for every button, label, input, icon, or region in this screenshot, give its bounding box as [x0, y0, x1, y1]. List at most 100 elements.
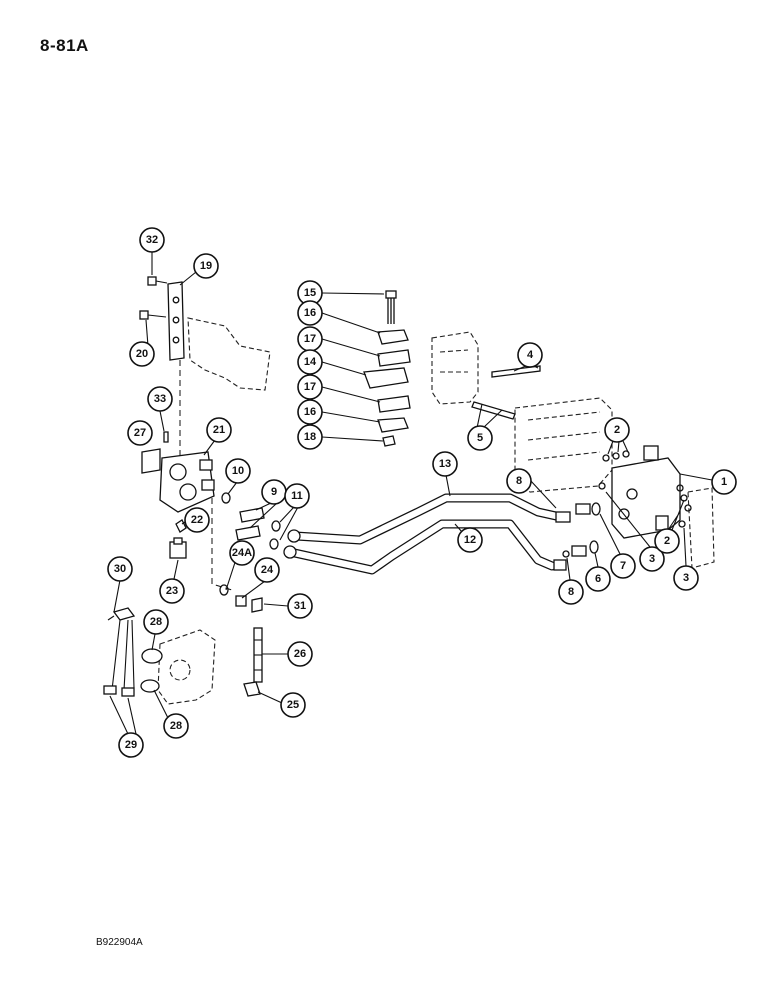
gasket [141, 448, 161, 474]
svg-text:21: 21 [213, 424, 225, 436]
svg-text:8: 8 [516, 475, 522, 487]
valve-housing [159, 451, 215, 513]
callout-16-upper: 16 [297, 300, 323, 326]
clamp-plate-lower [377, 417, 409, 433]
callout-14: 14 [297, 349, 323, 375]
callout-2-upper: 2 [604, 417, 630, 443]
ghost-frame-bracket [187, 317, 271, 391]
dashed-line-seal-path [211, 498, 233, 591]
callout-12: 12 [457, 527, 483, 553]
tie-rods-upper [491, 365, 541, 378]
callout-20: 20 [129, 341, 155, 367]
connectors-9 [235, 507, 265, 541]
svg-text:8: 8 [568, 586, 574, 598]
svg-text:6: 6 [595, 573, 601, 585]
callout-16-lower: 16 [297, 399, 323, 425]
svg-text:5: 5 [477, 432, 483, 444]
filler-caps-28 [140, 648, 163, 693]
svg-text:32: 32 [146, 234, 158, 246]
svg-text:16: 16 [304, 406, 316, 418]
callout-2-lower: 2 [654, 528, 680, 554]
callout-3-lower: 3 [673, 565, 699, 591]
clamp-bolt [385, 290, 397, 324]
callout-8-lower: 8 [558, 579, 584, 605]
clamp-half-upper [377, 349, 411, 367]
svg-text:29: 29 [125, 739, 137, 751]
svg-text:24: 24 [261, 564, 274, 576]
tie-rods-lower [471, 401, 516, 420]
svg-text:22: 22 [191, 514, 203, 526]
svg-text:33: 33 [154, 393, 166, 405]
tube-12 [283, 519, 557, 575]
connector-25 [243, 681, 261, 697]
svg-text:24A: 24A [232, 547, 252, 559]
callout-24a: 24A [229, 540, 255, 566]
svg-text:10: 10 [232, 465, 244, 477]
callout-22: 22 [184, 507, 210, 533]
bolt-32 [147, 276, 168, 286]
callout-31: 31 [287, 593, 313, 619]
plug-24 [235, 595, 247, 607]
callout-33: 33 [147, 386, 173, 412]
callout-26: 26 [287, 641, 313, 667]
fittings-right [553, 502, 601, 571]
callout-6: 6 [585, 566, 611, 592]
callout-11: 11 [284, 483, 310, 509]
tube-13 [287, 493, 561, 545]
svg-text:25: 25 [287, 699, 299, 711]
svg-text:1: 1 [721, 476, 727, 488]
page-number: 8-81A [40, 36, 89, 55]
ghost-valve-section [431, 331, 479, 405]
seal-rings-2-lower [676, 484, 692, 512]
tee-31 [251, 597, 263, 613]
callout-32: 32 [139, 227, 165, 253]
svg-text:31: 31 [294, 600, 306, 612]
callout-21: 21 [206, 417, 232, 443]
o-rings-10-11 [219, 492, 281, 596]
figure-code: B922904A [96, 937, 143, 948]
svg-text:3: 3 [649, 553, 655, 565]
callout-5: 5 [467, 425, 493, 451]
leader-lines [109, 252, 713, 735]
callout-23: 23 [159, 578, 185, 604]
svg-text:2: 2 [614, 424, 620, 436]
svg-text:12: 12 [464, 534, 476, 546]
callout-7: 7 [610, 553, 636, 579]
clamps-29 [103, 685, 135, 697]
callout-17-lower: 17 [297, 374, 323, 400]
elbow-23 [169, 537, 187, 559]
callout-1: 1 [711, 469, 737, 495]
ghost-end-plate [687, 487, 715, 569]
clamp-nut [382, 435, 396, 447]
clamp-plate-upper [377, 329, 409, 345]
callout-4: 4 [517, 342, 543, 368]
bracket-30 [107, 607, 136, 621]
svg-text:17: 17 [304, 333, 316, 345]
clamp-spacer [363, 367, 409, 389]
svg-text:3: 3 [683, 572, 689, 584]
callout-24: 24 [254, 557, 280, 583]
svg-text:15: 15 [304, 287, 316, 299]
callout-10: 10 [225, 458, 251, 484]
svg-text:4: 4 [527, 349, 534, 361]
mounting-bracket [167, 281, 185, 361]
svg-text:11: 11 [291, 490, 303, 502]
callout-28-lower: 28 [163, 713, 189, 739]
seal-rings-3 [598, 482, 686, 528]
svg-text:2: 2 [664, 535, 670, 547]
svg-text:30: 30 [114, 563, 126, 575]
screw-33 [163, 431, 169, 443]
callout-29: 29 [118, 732, 144, 758]
callout-25: 25 [280, 692, 306, 718]
callout-9: 9 [261, 479, 287, 505]
svg-text:28: 28 [170, 720, 182, 732]
control-valve [611, 445, 681, 539]
clamp-half-lower [377, 395, 411, 413]
lever-linkage [111, 619, 135, 691]
seal-rings-2-upper [602, 450, 630, 462]
callout-8-upper: 8 [506, 468, 532, 494]
svg-text:9: 9 [271, 486, 277, 498]
callout-27: 27 [127, 420, 153, 446]
svg-text:7: 7 [620, 560, 626, 572]
